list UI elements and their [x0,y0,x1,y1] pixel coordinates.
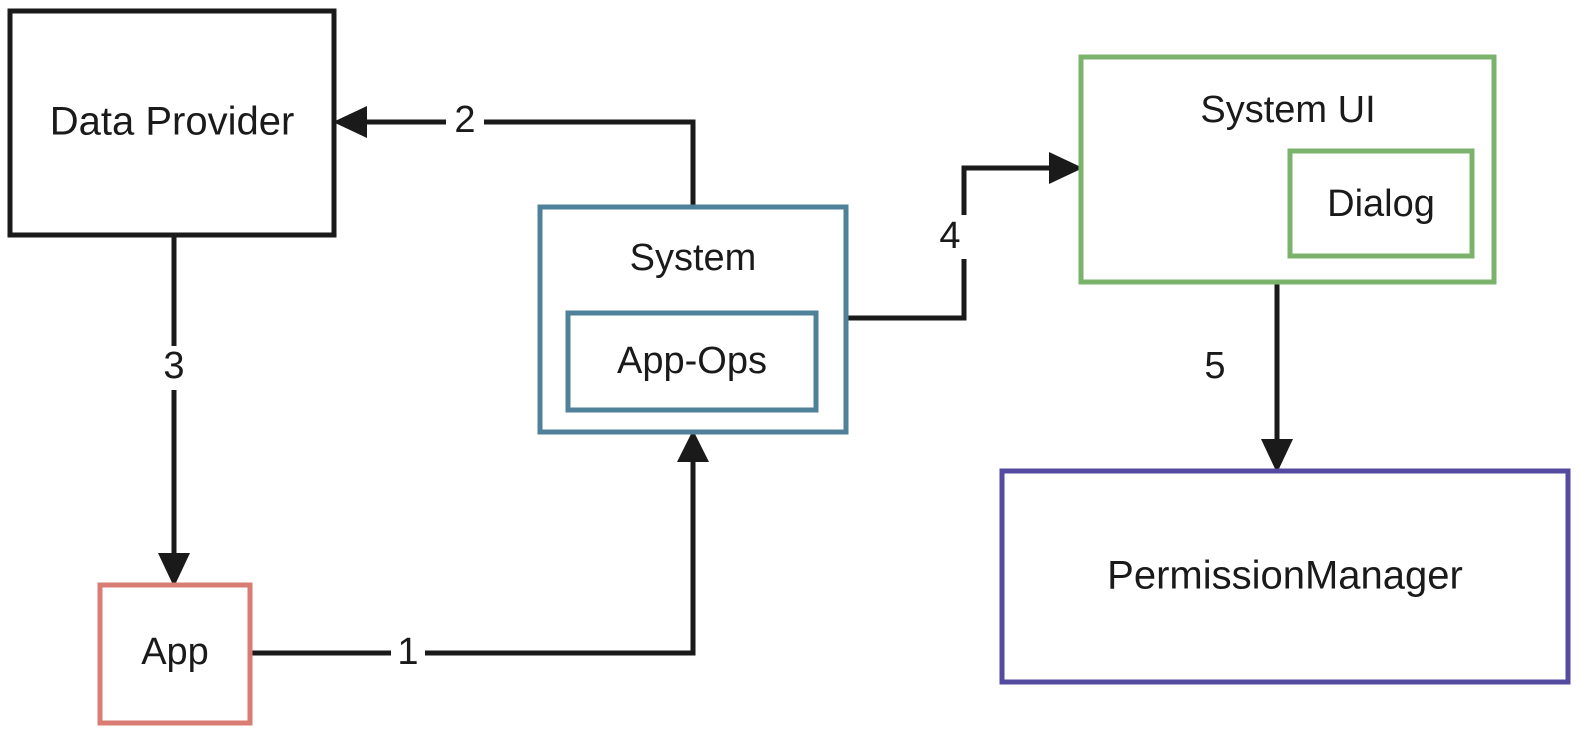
connectors-layer: 1 2 3 4 [157,99,1293,673]
permission-manager-label: PermissionManager [1107,554,1463,598]
system-label: System [630,237,757,279]
edge-app-to-system[interactable]: 1 [250,430,709,673]
permission-manager-box[interactable] [999,468,1571,685]
edge-1-label: 1 [397,631,418,673]
edge-1-arrowhead-up [677,430,709,462]
edge-3-label-bg [157,346,193,390]
node-app-ops[interactable]: App-Ops [565,310,819,413]
node-data-provider[interactable]: Data Provider [7,8,337,238]
app-ops-box[interactable] [565,310,819,413]
edge-4-label: 4 [939,215,960,257]
data-provider-label: Data Provider [50,100,295,144]
edge-system-to-system-ui[interactable]: 4 [846,152,1083,321]
edge-1-path [250,440,696,656]
edge-data-provider-to-app[interactable]: 3 [157,235,193,587]
edge-2-path [343,119,696,207]
edge-1-label-bg [391,634,425,672]
node-app[interactable]: App [97,582,253,726]
node-dialog[interactable]: Dialog [1287,148,1475,259]
edge-system-to-data-provider[interactable]: 2 [333,99,696,207]
app-box[interactable] [97,582,253,726]
data-provider-box[interactable] [7,8,337,238]
edge-5-arrowhead-down [1261,439,1293,473]
edge-2-arrowhead-left [333,106,367,138]
nodes-layer: Data Provider App System App-Ops System … [7,8,1571,726]
edge-3-arrowhead-down [158,553,190,587]
edge-5-label: 5 [1204,345,1225,387]
node-permission-manager[interactable]: PermissionManager [999,468,1571,685]
edge-2-label-bg [446,102,484,142]
app-ops-label: App-Ops [617,340,767,382]
system-ui-label: System UI [1200,89,1375,131]
edge-system-ui-to-permission-manager[interactable]: 5 [1204,282,1293,473]
dialog-box[interactable] [1287,148,1475,259]
edge-3-label: 3 [163,345,184,387]
edge-2-label: 2 [454,99,475,141]
edge-4-arrowhead-right [1049,152,1083,184]
edge-4-label-bg [933,215,969,259]
dialog-label: Dialog [1327,183,1435,225]
app-label: App [141,631,209,673]
